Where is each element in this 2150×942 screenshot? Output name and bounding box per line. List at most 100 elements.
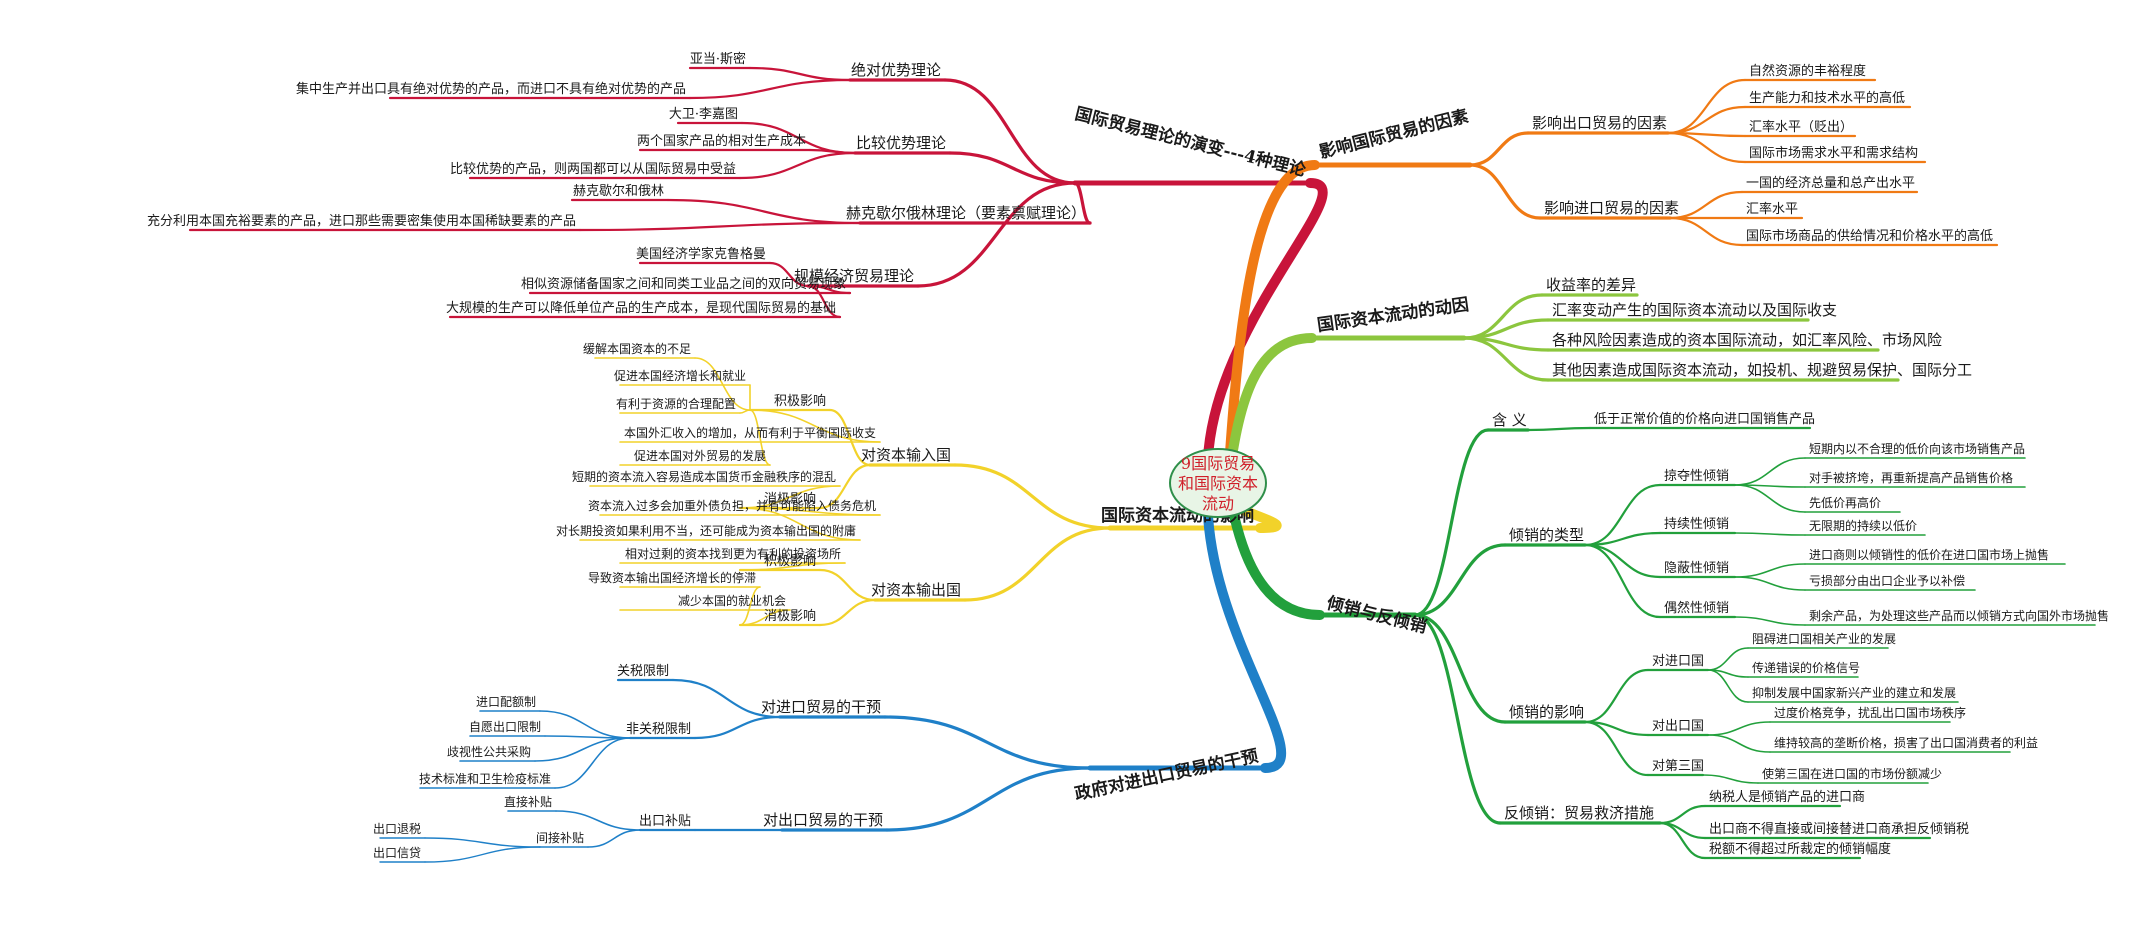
node-b3-1[interactable]: 对出口贸易的干预 (763, 811, 883, 829)
node-b6-2-0-2[interactable]: 抑制发展中国家新兴产业的建立和发展 (1752, 685, 1956, 700)
node-b6-3[interactable]: 反倾销：贸易救济措施 (1504, 804, 1654, 822)
node-b3-0-1-1[interactable]: 自愿出口限制 (469, 720, 541, 734)
node-b6-1-2[interactable]: 隐蔽性倾销 (1664, 561, 1729, 576)
node-b6-1[interactable]: 倾销的类型 (1509, 526, 1584, 544)
node-b1-2-1[interactable]: 充分利用本国充裕要素的产品，进口那些需要密集使用本国稀缺要素的产品 (147, 213, 576, 229)
node-b3-0-1-0[interactable]: 进口配额制 (476, 695, 536, 709)
node-b5-0[interactable]: 收益率的差异 (1546, 276, 1636, 294)
node-b2-1[interactable]: 对资本输出国 (871, 581, 961, 599)
node-b1-3[interactable]: 规模经济贸易理论 (794, 267, 914, 285)
node-b6-3-1[interactable]: 出口商不得直接或间接替进口商承担反倾销税 (1709, 821, 1969, 837)
node-b1-1-2[interactable]: 比较优势的产品，则两国都可以从国际贸易中受益 (450, 161, 736, 177)
node-b6-2-2[interactable]: 对第三国 (1652, 759, 1704, 774)
node-b2-0-1-2[interactable]: 对长期投资如果利用不当，还可能成为资本输出国的附庸 (556, 523, 856, 538)
node-b6-1-0-0[interactable]: 短期内以不合理的低价向该市场销售产品 (1809, 441, 2025, 456)
node-b2-0-0-2[interactable]: 有利于资源的合理配置 (616, 396, 736, 411)
node-b1-2[interactable]: 赫克歇尔俄林理论（要素禀赋理论） (846, 204, 1086, 222)
branch-label-b3[interactable]: 政府对进出口贸易的干预 (1073, 745, 1260, 804)
node-b6-2[interactable]: 倾销的影响 (1509, 703, 1584, 721)
branch-label-b6[interactable]: 倾销与反倾销 (1324, 592, 1429, 637)
node-b3-0-1-3[interactable]: 技术标准和卫生检疫标准 (419, 771, 551, 786)
node-b1-1[interactable]: 比较优势理论 (856, 134, 946, 152)
node-b4-0[interactable]: 影响出口贸易的因素 (1532, 114, 1667, 132)
edge-b2-1-1 (818, 598, 877, 627)
node-b2-1-1-0[interactable]: 导致资本输出国经济增长的停滞 (588, 570, 756, 585)
node-b4-1-2[interactable]: 国际市场商品的供给情况和价格水平的高低 (1746, 228, 1993, 244)
node-b3-0-0[interactable]: 关税限制 (617, 664, 669, 679)
node-b3-1-0-0[interactable]: 直接补贴 (504, 794, 552, 809)
node-b6-1-3-0[interactable]: 剩余产品，为处理这些产品而以倾销方式向国外市场抛售 (1809, 608, 2109, 623)
node-b3-1-0[interactable]: 出口补贴 (639, 814, 691, 829)
node-b5-2[interactable]: 各种风险因素造成的资本国际流动，如汇率风险、市场风险 (1552, 331, 1942, 349)
node-b1-1-0[interactable]: 大卫·李嘉图 (669, 107, 738, 122)
node-b2-0-1-0[interactable]: 短期的资本流入容易造成本国货币金融秩序的混乱 (572, 469, 836, 484)
node-b4-1[interactable]: 影响进口贸易的因素 (1544, 199, 1679, 217)
node-b2-0-0-0[interactable]: 缓解本国资本的不足 (583, 341, 691, 356)
branch-label-b5[interactable]: 国际资本流动的动因 (1316, 294, 1470, 336)
node-b6-2-1-1[interactable]: 维持较高的垄断价格，损害了出口国消费者的利益 (1774, 735, 2038, 750)
node-b3-1-0-1-0[interactable]: 出口退税 (373, 822, 421, 836)
node-b4-1-0[interactable]: 一国的经济总量和总产出水平 (1746, 175, 1915, 191)
edge-b1-3 (916, 181, 1077, 288)
node-b2-0-0-1[interactable]: 促进本国经济增长和就业 (614, 368, 746, 383)
node-b2-1-1[interactable]: 消极影响 (764, 608, 816, 624)
node-b1-3-0[interactable]: 美国经济学家克鲁格曼 (636, 246, 766, 262)
branch-label-b4[interactable]: 影响国际贸易的因素 (1317, 105, 1471, 162)
center-topic-line: 流动 (1202, 494, 1234, 513)
node-b6-2-1-0[interactable]: 过度价格竞争，扰乱出口国市场秩序 (1774, 705, 1966, 720)
node-b1-3-2[interactable]: 大规模的生产可以降低单位产品的生产成本，是现代国际贸易的基础 (446, 300, 836, 316)
node-b6-1-2-0[interactable]: 进口商则以倾销性的低价在进口国市场上抛售 (1809, 547, 2049, 562)
node-b6-1-0-1[interactable]: 对手被挤垮，再重新提高产品销售价格 (1809, 470, 2013, 485)
node-b6-1-0[interactable]: 掠夺性倾销 (1664, 469, 1729, 484)
edge-b3-0-1-0 (539, 710, 631, 739)
node-b1-1-1[interactable]: 两个国家产品的相对生产成本 (637, 133, 806, 149)
node-b2-0-1-1[interactable]: 资本流入过多会加重外债负担，并有可能陷入债务危机 (588, 498, 876, 513)
node-b6-3-2[interactable]: 税额不得超过所裁定的倾销幅度 (1709, 841, 1891, 857)
node-b3-1-0-1[interactable]: 间接补贴 (536, 830, 584, 845)
node-b2-0-0-4[interactable]: 促进本国对外贸易的发展 (634, 448, 766, 463)
node-b6-1-2-1[interactable]: 亏损部分由出口企业予以补偿 (1809, 573, 1965, 588)
node-b6-2-0-1[interactable]: 传递错误的价格信号 (1752, 660, 1860, 675)
node-b4-0-0[interactable]: 自然资源的丰裕程度 (1749, 63, 1866, 79)
node-b6-2-2-0[interactable]: 使第三国在进口国的市场份额减少 (1762, 766, 1942, 781)
node-b3-0-1[interactable]: 非关税限制 (626, 722, 691, 737)
node-b2-0-1[interactable]: 消极影响 (764, 491, 816, 507)
node-b6-2-0[interactable]: 对进口国 (1652, 654, 1704, 669)
node-b2-0[interactable]: 对资本输入国 (861, 446, 951, 464)
node-b1-0[interactable]: 绝对优势理论 (851, 61, 941, 79)
node-b2-1-0[interactable]: 积极影响 (764, 553, 816, 569)
node-b6-3-0[interactable]: 纳税人是倾销产品的进口商 (1709, 789, 1865, 805)
node-b4-0-1[interactable]: 生产能力和技术水平的高低 (1749, 90, 1905, 106)
node-b6-1-0-2[interactable]: 先低价再高价 (1809, 495, 1881, 510)
edge-b4-0-3 (1666, 131, 1747, 164)
node-b6-1-1[interactable]: 持续性倾销 (1664, 517, 1729, 532)
node-b6-2-0-0[interactable]: 阻碍进口国相关产业的发展 (1752, 631, 1896, 646)
node-b1-3-1[interactable]: 相似资源储备国家之间和同类工业品之间的双向贸易现象 (521, 276, 846, 292)
edge-b3-1-0-1-0 (424, 837, 541, 848)
branch-label-b1[interactable]: 国际贸易理论的演变---4种理论 (1073, 103, 1309, 181)
node-b2-1-0-0[interactable]: 相对过剩的资本找到更为有利的投资场所 (625, 546, 841, 561)
node-b2-0-0-3[interactable]: 本国外汇收入的增加，从而有利于平衡国际收支 (624, 425, 876, 440)
node-b5-1[interactable]: 汇率变动产生的国际资本流动以及国际收支 (1552, 301, 1837, 319)
node-b6-0-0[interactable]: 低于正常价值的价格向进口国销售产品 (1594, 411, 1815, 427)
node-b6-1-1-0[interactable]: 无限期的持续以低价 (1809, 518, 1917, 533)
node-b6-0[interactable]: 含 义 (1492, 411, 1527, 429)
node-b1-0-0[interactable]: 亚当·斯密 (690, 51, 746, 67)
node-b5-3[interactable]: 其他因素造成国际资本流动，如投机、规避贸易保护、国际分工 (1552, 361, 1972, 379)
node-b1-2-0[interactable]: 赫克歇尔和俄林 (573, 184, 664, 199)
node-b6-2-1[interactable]: 对出口国 (1652, 719, 1704, 734)
node-b3-0-1-2[interactable]: 歧视性公共采购 (447, 744, 531, 759)
node-b1-0-1[interactable]: 集中生产并出口具有绝对优势的产品，而进口不具有绝对优势的产品 (296, 81, 686, 97)
node-b4-1-1[interactable]: 汇率水平 (1746, 201, 1798, 217)
edge-b6-0 (1413, 428, 1490, 617)
node-b2-0-0[interactable]: 积极影响 (774, 393, 826, 409)
node-b3-1-0-1-1[interactable]: 出口信贷 (373, 846, 421, 860)
node-b3-0[interactable]: 对进口贸易的干预 (761, 698, 881, 716)
edge-b6-2 (1413, 613, 1507, 724)
node-b4-0-2[interactable]: 汇率水平（贬出） (1749, 119, 1853, 135)
node-b6-1-3[interactable]: 偶然性倾销 (1664, 600, 1729, 616)
node-b4-0-3[interactable]: 国际市场需求水平和需求结构 (1749, 145, 1918, 161)
edge-b2-0-0-2 (739, 409, 751, 414)
node-b2-1-1-1[interactable]: 减少本国的就业机会 (678, 593, 786, 608)
